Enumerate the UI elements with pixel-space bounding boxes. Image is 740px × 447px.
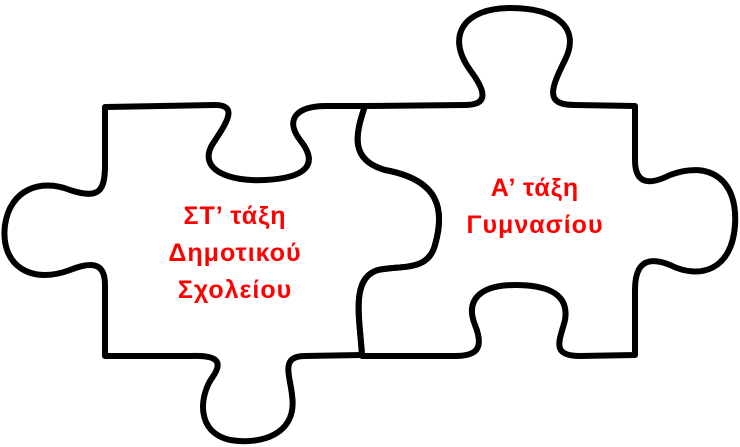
right-piece-label: Α’ τάξη Γυμνασίου [440, 170, 630, 244]
right-label-line-1: Α’ τάξη [490, 174, 580, 202]
left-label-line-1: ΣΤ’ τάξη [183, 202, 287, 230]
right-puzzle-piece [354, 5, 739, 359]
right-label-line-2: Γυμνασίου [466, 211, 604, 239]
left-label-line-3: Σχολείου [177, 276, 293, 304]
left-piece-label: ΣΤ’ τάξη Δημοτικού Σχολείου [120, 198, 350, 309]
left-label-line-2: Δημοτικού [168, 239, 302, 267]
